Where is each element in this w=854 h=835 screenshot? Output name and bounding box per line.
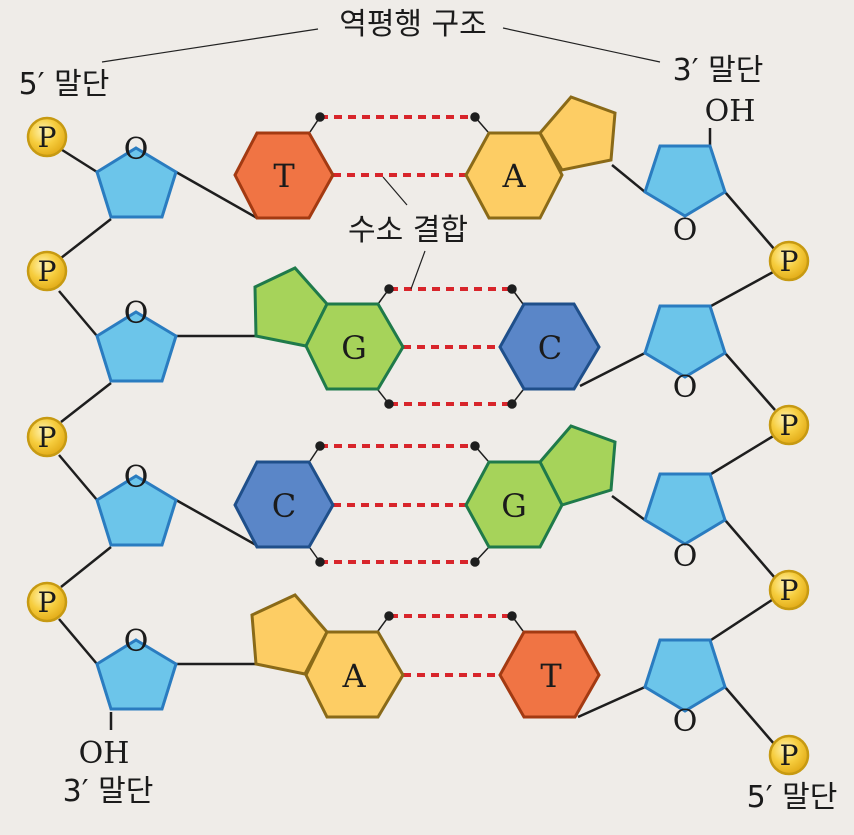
oxygen-label: O xyxy=(124,624,149,659)
base-label-c: C xyxy=(272,487,296,525)
oxygen-label: O xyxy=(124,296,149,331)
left-backbone xyxy=(58,146,258,730)
thymine-base xyxy=(498,630,601,719)
base-label-c: C xyxy=(538,329,562,367)
oxygen-label: O xyxy=(673,370,698,405)
phosphate-label: P xyxy=(780,739,799,772)
base-pair-2: G C xyxy=(253,266,601,391)
label-oh-top-right: OH xyxy=(705,94,756,129)
base-label-t: T xyxy=(540,657,562,695)
oxygen-label: O xyxy=(673,539,698,574)
hydrogen-bonds xyxy=(320,115,512,677)
oxygen-label: O xyxy=(124,132,149,167)
base-label-a: A xyxy=(501,157,526,195)
label-3prime-top-right: 3′ 말단 xyxy=(673,53,764,88)
base-label-a: A xyxy=(341,657,366,695)
oxygen-label: O xyxy=(673,704,698,739)
cytosine-base xyxy=(233,460,335,549)
phosphates: P P P P P P P P xyxy=(26,116,810,776)
guanine-base xyxy=(464,460,564,549)
label-3prime-bottom-left: 3′ 말단 xyxy=(63,774,154,809)
hbond-label-group: 수소 결합 xyxy=(348,176,468,290)
left-sugar-oxygens: O O O O xyxy=(124,132,149,659)
oxygen-label: O xyxy=(124,460,149,495)
adenine-base xyxy=(464,131,564,220)
base-label-t: T xyxy=(273,157,295,195)
phosphate-label: P xyxy=(780,574,799,607)
label-hydrogen-bond: 수소 결합 xyxy=(348,213,468,248)
base-pair-4: A T xyxy=(250,593,601,719)
hbond-anchors xyxy=(309,112,524,632)
right-backbone xyxy=(577,128,776,746)
adenine-base xyxy=(304,630,405,719)
oxygen-label: O xyxy=(673,213,698,248)
label-5prime-bottom-right: 5′ 말단 xyxy=(747,780,838,815)
title-antiparallel: 역평행 구조 xyxy=(339,7,487,42)
phosphate-label: P xyxy=(38,121,57,154)
base-pair-3: C G xyxy=(233,424,617,549)
right-sugars xyxy=(643,144,727,713)
phosphate-label: P xyxy=(780,245,799,278)
cytosine-base xyxy=(498,302,601,391)
base-pair-1: T A xyxy=(233,95,617,220)
phosphate-label: P xyxy=(38,586,57,619)
label-oh-bottom-left: OH xyxy=(79,736,130,771)
right-sugar-oxygens: O O O O xyxy=(673,213,698,739)
thymine-base xyxy=(233,131,335,220)
phosphate-label: P xyxy=(38,421,57,454)
base-label-g: G xyxy=(501,487,527,525)
phosphate-label: P xyxy=(38,255,57,288)
left-sugars xyxy=(95,146,178,711)
phosphate-label: P xyxy=(780,409,799,442)
label-5prime-top-left: 5′ 말단 xyxy=(19,67,110,102)
adenine-five-ring xyxy=(538,95,617,172)
base-label-g: G xyxy=(341,329,367,367)
guanine-base xyxy=(304,302,405,391)
title-group: 역평행 구조 xyxy=(101,7,661,63)
